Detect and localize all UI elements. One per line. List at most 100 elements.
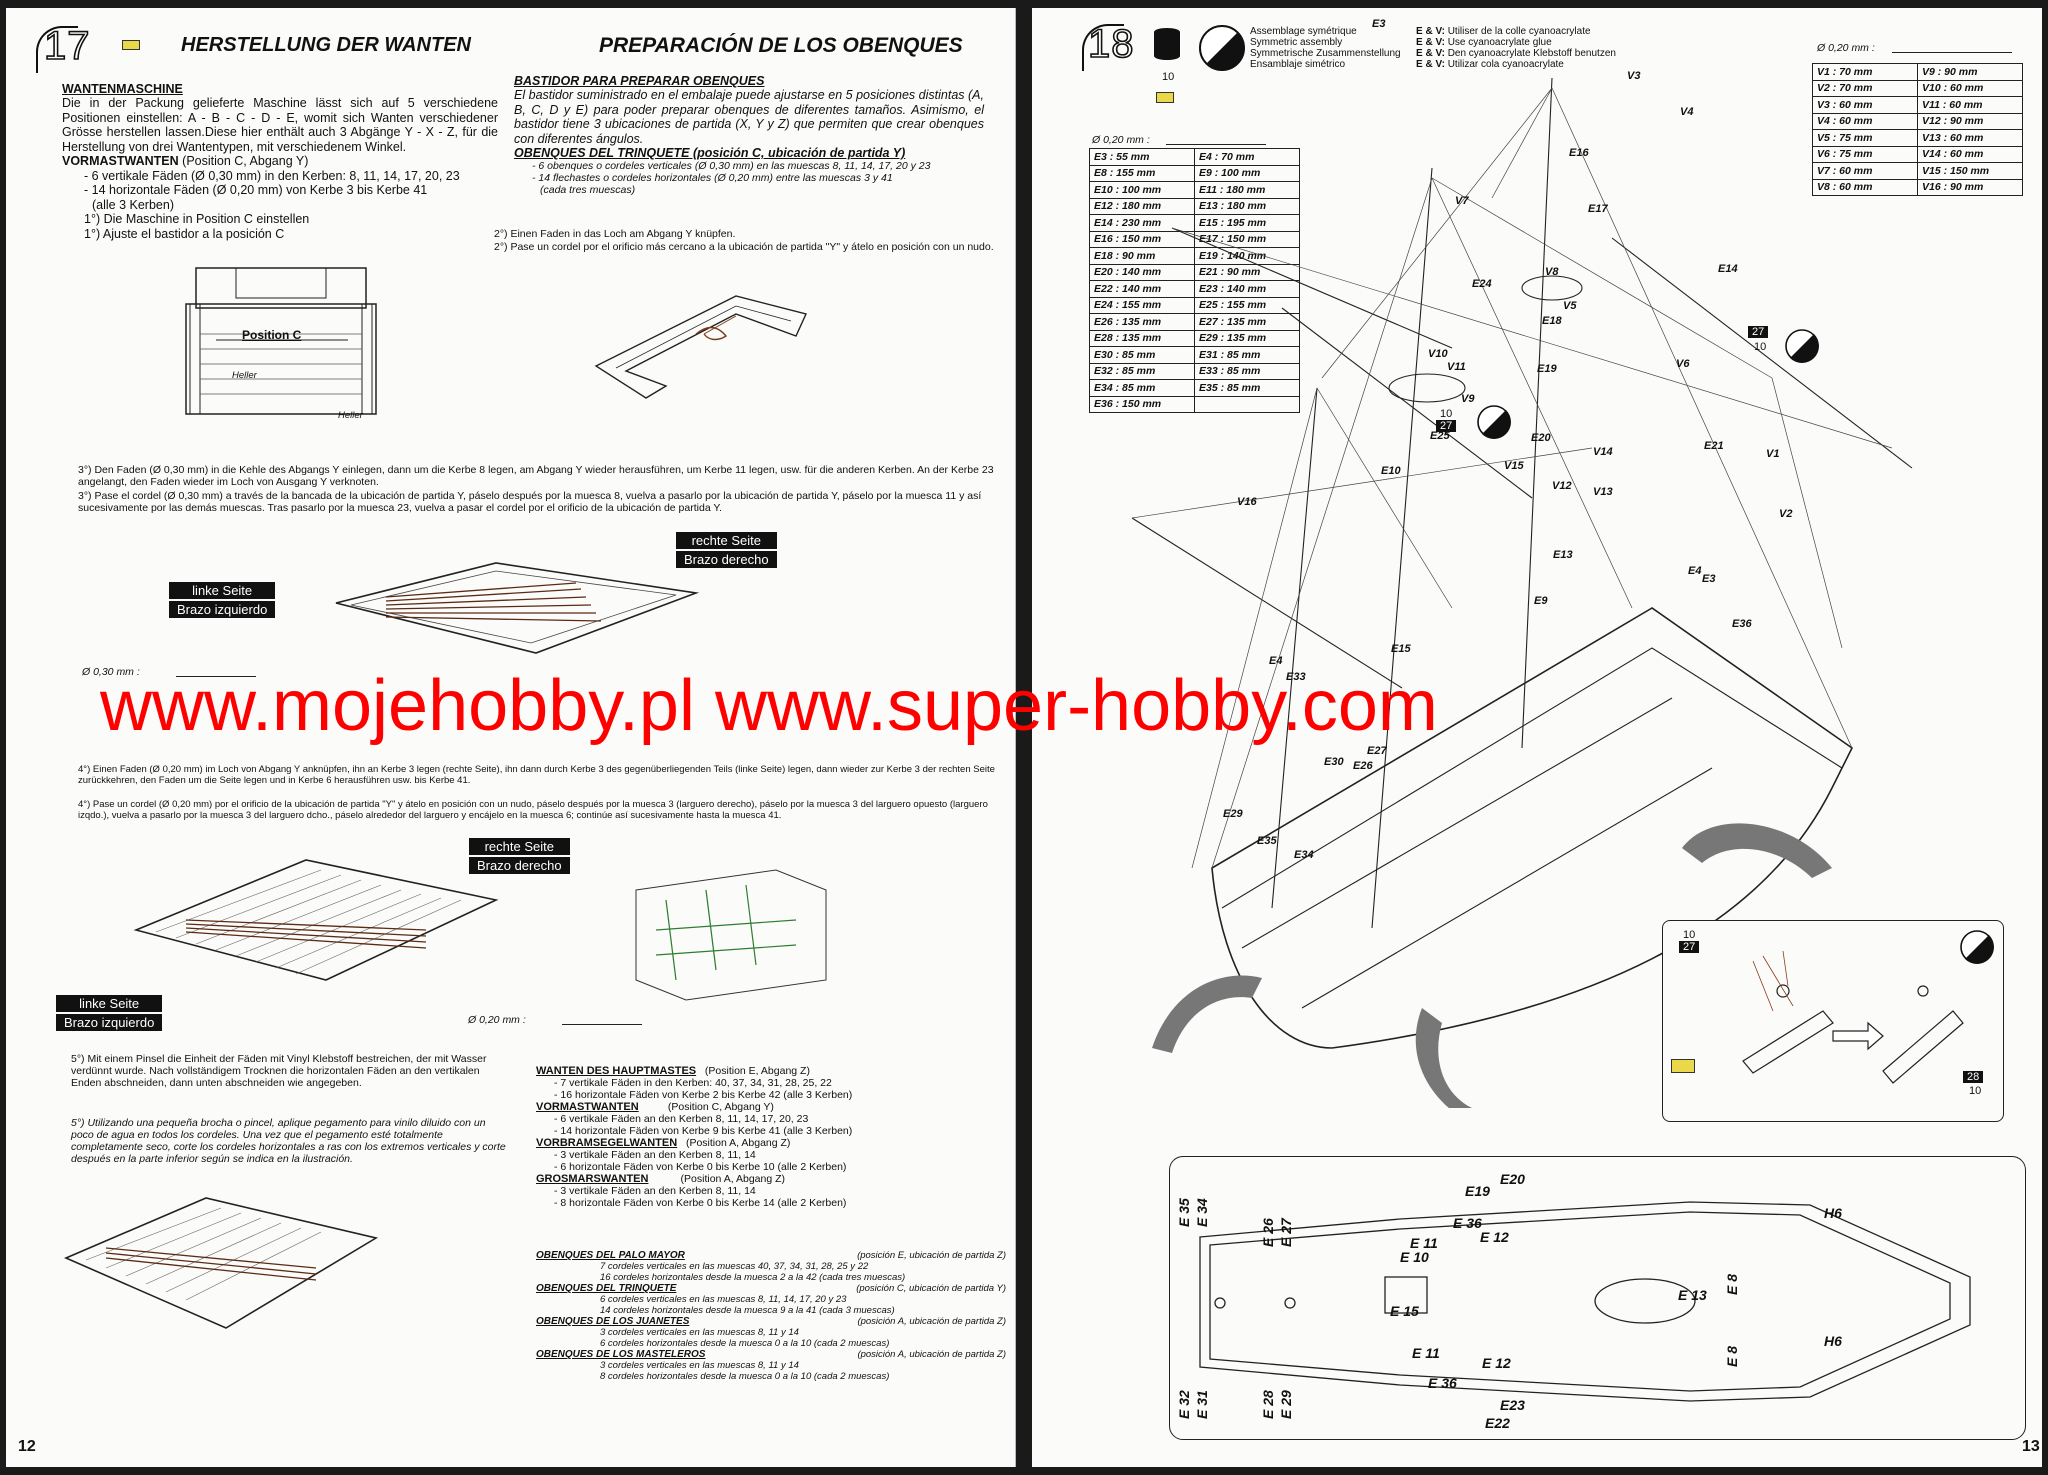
thread-diameter-label: Ø 0,20 mm : [1817, 42, 1875, 54]
table-cell: V10 : 60 mm [1917, 79, 2023, 97]
plan-label: E 8 [1724, 1345, 1740, 1367]
list-item: - 3 vertikale Fäden an den Kerben 8, 11,… [554, 1149, 756, 1161]
list-item: 16 cordeles horizontales desde la muesca… [600, 1272, 906, 1283]
part-number: 10 [1754, 341, 1767, 353]
rigging-label: E29 [1223, 808, 1243, 820]
section-heading: VORMASTWANTEN [536, 1101, 639, 1113]
rigging-label: E16 [1569, 147, 1589, 159]
step-text: 1°) Die Maschine in Position C einstelle… [84, 212, 310, 226]
rigging-label: E20 [1531, 432, 1551, 444]
part-number: 10 [1683, 929, 1696, 941]
glue-tube-icon [122, 40, 140, 50]
measure-line [562, 1024, 642, 1025]
rigging-label: V16 [1237, 496, 1257, 508]
position-note: (Position C, Abgang Y) [182, 154, 309, 168]
symmetric-assembly-icon [1960, 930, 1994, 964]
plan-label: H6 [1824, 1333, 1842, 1349]
list-item: - 14 horizontale Fäden (Ø 0,20 mm) von K… [84, 183, 428, 197]
plan-label: E 27 [1278, 1218, 1294, 1247]
list-item: 6 cordeles horizontales desde la muesca … [600, 1338, 890, 1349]
list-item: - 6 obenques o cordeles verticales (Ø 0,… [532, 160, 931, 172]
thread-diameter-label: Ø 0,20 mm : [468, 1014, 526, 1026]
rigging-label: E3 [1372, 18, 1386, 30]
rigging-label: V6 [1676, 358, 1690, 370]
detail-inset: 10 27 28 10 [1662, 920, 2004, 1122]
list-item: - 6 vertikale Fäden an den Kerben 8, 11,… [554, 1113, 809, 1125]
measure-line [1892, 52, 2012, 53]
left-page: 17 HERSTELLUNG DER WANTEN PREPARACIÓN DE… [6, 8, 1016, 1467]
watermark-text: www.mojehobby.pl www.super-hobby.com [100, 666, 1438, 746]
rigging-label: E3 [1702, 573, 1716, 585]
title-es: PREPARACIÓN DE LOS OBENQUES [599, 34, 963, 57]
rigging-label: V9 [1461, 393, 1475, 405]
position-label: Position C [242, 328, 302, 342]
rigging-label: V12 [1552, 480, 1572, 492]
rigging-label: E19 [1537, 363, 1557, 375]
table-cell: E19 : 140 mm [1194, 247, 1300, 265]
rigging-label: V11 [1447, 361, 1466, 373]
plan-label: E 8 [1724, 1273, 1740, 1295]
plan-label: H6 [1824, 1205, 1842, 1221]
rigging-label: E10 [1381, 465, 1401, 477]
part-badge: 27 [1748, 326, 1769, 338]
table-cell: V9 : 90 mm [1917, 63, 2023, 81]
table-cell: V14 : 60 mm [1917, 145, 2023, 163]
step-text: 4°) Pase un cordel (Ø 0,20 mm) por el or… [78, 799, 988, 821]
table-cell: E28 : 135 mm [1089, 329, 1195, 347]
plan-label: E 15 [1390, 1303, 1419, 1319]
list-item: 3 cordeles verticales en las muescas 8, … [600, 1327, 799, 1338]
body-text: El bastidor suministrado en el embalaje … [514, 88, 984, 146]
section-heading: OBENQUES DEL TRINQUETE (posición C, ubic… [514, 146, 906, 160]
list-item: - 8 horizontale Fäden von Kerbe 0 bis Ke… [554, 1197, 847, 1209]
measure-line [1166, 144, 1266, 145]
step-corner [1082, 24, 1124, 71]
table-cell: E16 : 150 mm [1089, 230, 1195, 248]
rigging-label: E30 [1324, 756, 1344, 768]
thread-diameter-label: Ø 0,20 mm : [1092, 134, 1150, 146]
rigging-label: E26 [1353, 760, 1373, 772]
rigging-label: E17 [1588, 203, 1608, 215]
page-number: 13 [2022, 1438, 2040, 1455]
step-corner [36, 26, 78, 73]
rigging-label: V13 [1593, 486, 1613, 498]
list-item: - 7 vertikale Fäden in den Kerben: 40, 3… [554, 1077, 832, 1089]
table-cell: E27 : 135 mm [1194, 313, 1300, 331]
rigging-label: V14 [1593, 446, 1613, 458]
plan-label: E 29 [1278, 1390, 1294, 1419]
symmetric-assembly-icon [1477, 405, 1511, 439]
rigging-label: E24 [1472, 278, 1492, 290]
table-cell: V13 : 60 mm [1917, 129, 2023, 147]
position-note: (Position E, Abgang Z) [704, 1065, 810, 1077]
rigging-label: V15 [1504, 460, 1524, 472]
plan-label: E 12 [1480, 1229, 1509, 1245]
table-cell: E26 : 135 mm [1089, 313, 1195, 331]
plan-label: E19 [1465, 1183, 1490, 1199]
page-number: 12 [18, 1438, 36, 1455]
list-item: - 14 flechastes o cordeles horizontales … [532, 172, 893, 184]
rigging-label: V1 [1766, 448, 1780, 460]
part-number: 10 [1440, 408, 1453, 420]
step-text: 3°) Pase el cordel (Ø 0,30 mm) a través … [78, 490, 982, 514]
list-item: - 6 vertikale Fäden (Ø 0,30 mm) in den K… [84, 168, 460, 183]
brand-stamp: Heller [338, 410, 363, 421]
plan-label: E20 [1500, 1171, 1525, 1187]
section-heading: WANTEN DES HAUPTMASTES [536, 1065, 697, 1077]
plan-label: E 12 [1482, 1355, 1511, 1371]
section-heading: BASTIDOR PARA PREPARAR OBENQUES [514, 74, 765, 88]
section-heading: VORBRAMSEGELWANTEN [536, 1137, 678, 1149]
list-item: 6 cordeles verticales en las muescas 8, … [600, 1294, 847, 1305]
rigging-label: E4 [1269, 655, 1283, 667]
starting-point-y-diagram [594, 295, 807, 399]
deck-plan-drawing [1199, 1201, 1971, 1402]
brand-stamp: Heller [232, 370, 257, 381]
table-cell: E8 : 155 mm [1089, 164, 1195, 182]
